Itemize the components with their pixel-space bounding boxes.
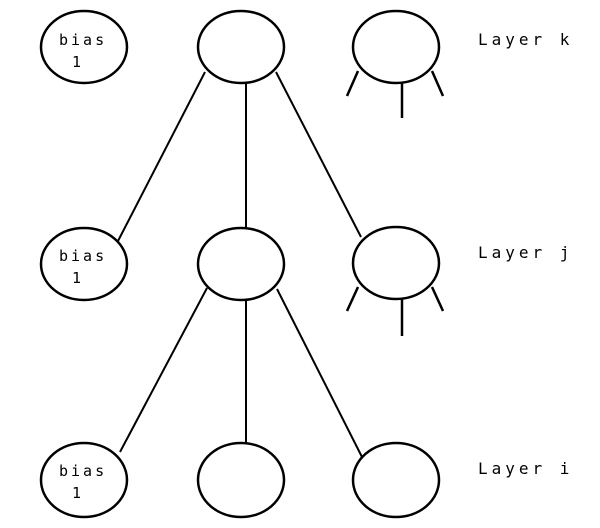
neuron-ellipse	[196, 441, 286, 519]
bias-node-ellipse	[39, 441, 129, 519]
node-i-neuron	[196, 441, 286, 519]
edge-i-bias-to-j-neuron	[119, 287, 208, 453]
layer-k-label: Layer k	[478, 30, 573, 49]
bias-node-ellipse	[39, 226, 129, 302]
neuron-ellipse	[351, 441, 441, 519]
layer-k: bias 1 Layer k	[39, 9, 573, 118]
edges	[117, 71, 363, 458]
layer-j: bias 1 Layer j	[39, 225, 573, 336]
neuron-ellipse	[351, 9, 441, 85]
bias-node-text-line1: bias	[59, 31, 107, 49]
edge-j-bias-to-k-neuron	[117, 71, 206, 242]
node-j-bias: bias 1	[39, 226, 129, 302]
edge-i-right-neuron-to-j-neuron	[276, 288, 363, 458]
input-stub-right	[430, 70, 445, 97]
layer-j-label: Layer j	[478, 243, 573, 262]
layer-i: bias 1 Layer i	[39, 441, 573, 519]
neuron-ellipse	[196, 9, 286, 85]
neuron-ellipse	[196, 226, 286, 302]
edge-j-right-neuron-to-k-neuron	[275, 71, 362, 238]
bias-node-text-line2: 1	[72, 53, 84, 71]
bias-node-text-line1: bias	[59, 247, 107, 265]
input-stub-left	[345, 70, 360, 97]
bias-node-ellipse	[39, 9, 129, 85]
neuron-ellipse	[351, 225, 441, 301]
node-k-bias: bias 1	[39, 9, 129, 85]
bias-node-text-line1: bias	[59, 462, 107, 480]
node-j-right-neuron	[345, 225, 445, 336]
node-k-neuron	[196, 9, 286, 85]
node-i-right-neuron	[351, 441, 441, 519]
node-j-neuron	[196, 226, 286, 302]
input-stub-left	[345, 286, 360, 312]
bias-node-text-line2: 1	[72, 484, 84, 502]
bias-node-text-line2: 1	[72, 269, 84, 287]
layer-i-label: Layer i	[478, 459, 573, 478]
input-stub-right	[430, 286, 445, 312]
node-k-right-neuron	[345, 9, 445, 118]
node-i-bias: bias 1	[39, 441, 129, 519]
